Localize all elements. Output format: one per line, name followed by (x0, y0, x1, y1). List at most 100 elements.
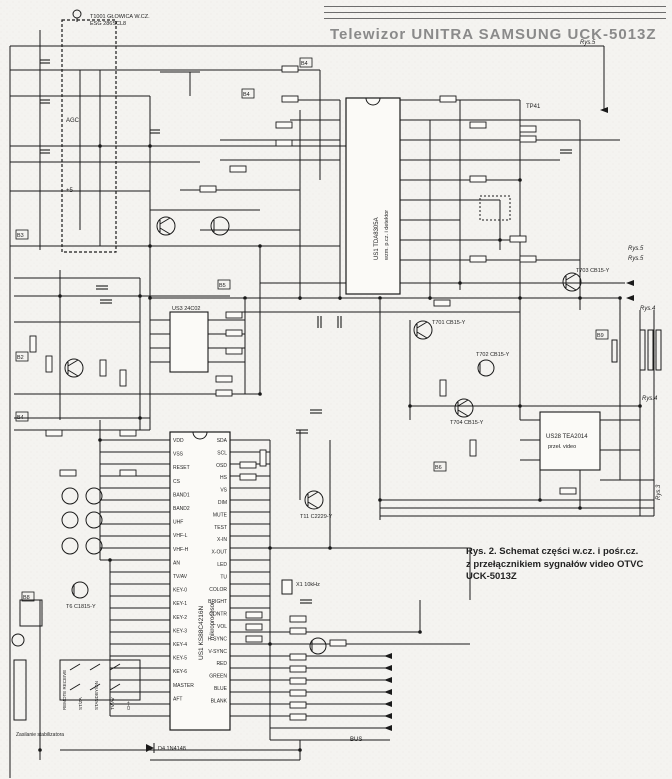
tuner-block: T1001 GŁOWICA W.CZ. ESG 286SCL8 AGC +5 (61, 9, 150, 253)
pin-right-9: X-OUT (211, 550, 227, 556)
junction-dots (38, 144, 642, 752)
pin-left-8: VHF-H (173, 547, 189, 553)
svg-text:US3 24C02: US3 24C02 (172, 306, 200, 312)
pin-right-0: SDA (217, 438, 228, 444)
tag-b2: B2 (17, 355, 24, 361)
svg-text:mikroprocesor: mikroprocesor (210, 602, 216, 640)
svg-text:wzm. p.cz. i detektor: wzm. p.cz. i detektor (384, 210, 390, 261)
svg-text:D4 1N4148: D4 1N4148 (158, 746, 186, 752)
tag-b8: B8 (23, 595, 30, 601)
pin-left-14: KEY-3 (173, 628, 187, 634)
ic-24c02: US3 24C02 (169, 306, 209, 373)
label-t6: T6 C1815-Y (66, 604, 96, 610)
ref-rys5-right1: Rys.5 (628, 246, 644, 252)
switch-label-0: REMOTE RECEIVE (62, 670, 67, 710)
pin-right-14: CONTR (209, 612, 227, 618)
pin-left-1: VSS (173, 452, 184, 458)
label-tp41: TP41 (526, 104, 541, 110)
svg-text:US1 TDA8305A: US1 TDA8305A (374, 217, 380, 260)
pin-left-9: AN (173, 560, 180, 566)
svg-text:US28 TEA2014: US28 TEA2014 (546, 434, 588, 440)
pin-right-5: DIM (218, 500, 227, 506)
switch-label-4: CH+ (126, 701, 131, 710)
ref-rys5-top: Rys.5 (580, 40, 596, 46)
svg-text:AGC: AGC (66, 118, 80, 124)
label-t702: T702 CB15-Y (476, 352, 510, 358)
ic-microprocessor: US1 KS88C4216N mikroprocesor VDDVSSRESET… (169, 431, 231, 731)
pin-right-2: OSD (216, 463, 227, 469)
page-header: Telewizor UNITRA SAMSUNG UCK-5013Z (318, 0, 672, 60)
label-bus: BUS (350, 737, 362, 743)
pin-right-20: BLUE (214, 686, 228, 692)
ic-tea2014: US28 TEA2014 przeł. video (539, 411, 601, 471)
pin-left-11: KEY-0 (173, 588, 187, 594)
tag-b4-a: B4 (243, 92, 250, 98)
tag-b4-c: B4 (17, 415, 24, 421)
switch-label-2: STANDBY/ON (94, 681, 99, 710)
svg-text:przeł. video: przeł. video (548, 444, 576, 450)
ref-rys4-right2: Rys.4 (642, 396, 658, 402)
ic-tda8305: US1 TDA8305A wzm. p.cz. i detektor (345, 97, 401, 295)
label-t11: T11 C2229-Y (300, 514, 333, 520)
pin-left-4: BAND1 (173, 492, 190, 498)
pin-left-16: KEY-5 (173, 656, 187, 662)
pin-right-17: V-SYNC (208, 649, 227, 655)
crystal-x1: X1 10kHz (281, 579, 320, 595)
pin-left-19: AFT (173, 696, 182, 702)
svg-text:T1001 GŁOWICA W.CZ.: T1001 GŁOWICA W.CZ. (90, 14, 150, 20)
resistors (29, 65, 577, 721)
coils (479, 195, 662, 371)
pin-left-5: BAND2 (173, 506, 190, 512)
key-switches (11, 599, 141, 721)
ref-rys4-right1: Rys.4 (640, 306, 656, 312)
pin-left-3: CS (173, 479, 181, 485)
pin-names-right: SDASCLOSDHSVSDIMMUTETESTX-INX-OUTLEDTUCO… (208, 438, 228, 704)
tag-b5: B5 (219, 283, 226, 289)
capacitors (40, 59, 572, 604)
pin-right-8: X-IN (217, 537, 227, 543)
ref-rys5-right2: Rys.5 (628, 256, 644, 262)
caption-line-2: z przełącznikiem sygnałów video OTVC (466, 558, 644, 570)
svg-text:ESG 286SCL8: ESG 286SCL8 (90, 21, 126, 27)
svg-text:US1 KS88C4216N: US1 KS88C4216N (198, 605, 205, 660)
tag-b9: B9 (597, 333, 604, 339)
pin-right-6: MUTE (213, 512, 228, 518)
label-t704: T704 CB15-Y (450, 420, 484, 426)
tag-b3: B3 (17, 233, 24, 239)
pin-left-7: VHF-L (173, 533, 188, 539)
tag-labels: B4 B4 B4 B2 B3 B5 B6 B8 B9 Rys.5 Rys.5 R… (15, 40, 662, 743)
pin-right-7: TEST (214, 525, 227, 531)
pin-right-4: VS (220, 488, 227, 494)
pin-right-13: BRIGHT (208, 599, 227, 605)
pin-left-6: UHF (173, 520, 183, 526)
svg-text:X1 10kHz: X1 10kHz (296, 582, 320, 588)
pin-right-16: H-SYNC (208, 636, 228, 642)
pin-left-13: KEY-2 (173, 615, 187, 621)
ref-rys3-right: Rys.3 (656, 484, 662, 500)
pin-right-3: HS (220, 475, 228, 481)
tag-b4-b: B4 (301, 61, 308, 67)
label-t703: T703 CB15-Y (576, 268, 610, 274)
pin-left-12: KEY-1 (173, 601, 187, 607)
svg-text:+5: +5 (66, 188, 74, 194)
pin-left-17: KEY-6 (173, 669, 187, 675)
tag-b6: B6 (435, 465, 442, 471)
pin-right-12: COLOR (209, 587, 227, 593)
pin-right-1: SCL (217, 450, 227, 456)
pin-right-11: TU (220, 574, 227, 580)
diode-d4: D4 1N4148 (146, 743, 186, 753)
pin-left-18: MASTER (173, 683, 194, 689)
switch-label-1: ST/ZA (78, 697, 83, 710)
pin-right-15: VOL (217, 624, 227, 630)
pin-left-15: KEY-4 (173, 642, 187, 648)
page-title: Telewizor UNITRA SAMSUNG UCK-5013Z (330, 26, 657, 43)
pin-right-21: BLANK (211, 698, 228, 704)
pin-left-2: RESET (173, 465, 190, 471)
label-zasilanie: Zasilanie stabilizatora (16, 732, 64, 738)
figure-caption: Rys. 2. Schemat części w.cz. i pośr.cz. … (466, 546, 656, 584)
transistors (61, 216, 582, 655)
pin-left-10: TV/AV (173, 574, 188, 580)
